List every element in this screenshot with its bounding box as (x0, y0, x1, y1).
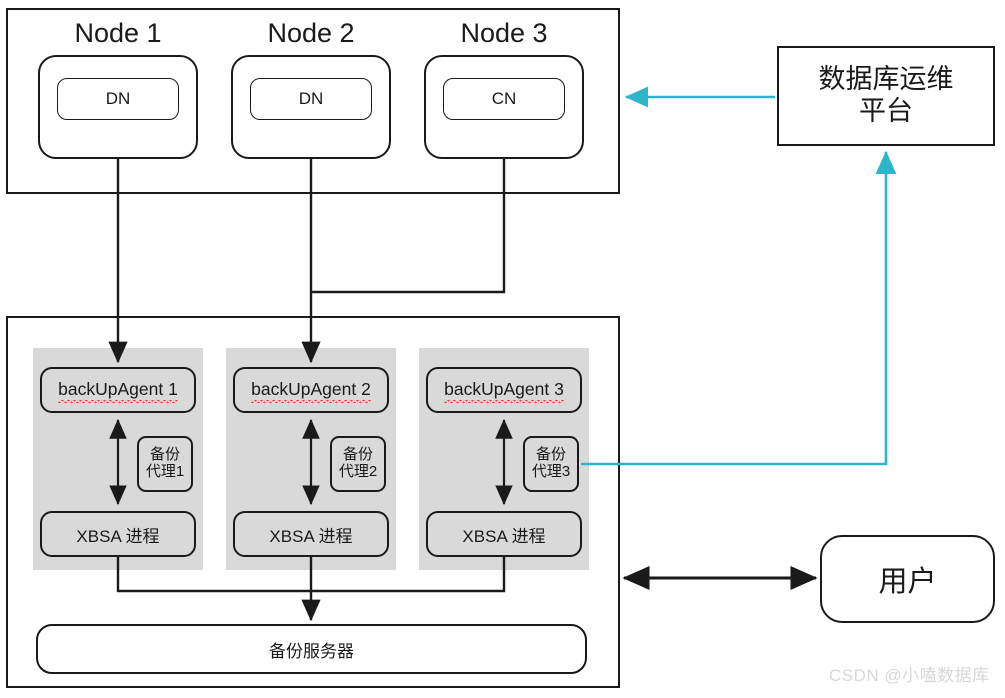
user-box: 用户 (820, 535, 995, 623)
xbsa-process-3: XBSA 进程 (426, 511, 582, 557)
backup-agent-tag-3: 备份 代理3 (523, 436, 579, 492)
connector-agent-tag3-to-platform (581, 150, 897, 466)
backup-server-box: 备份服务器 (36, 624, 587, 674)
backup-agent-tag-1: 备份 代理1 (137, 436, 193, 492)
ops-platform-line1: 数据库运维 (818, 64, 954, 95)
node-3-title: Node 3 (460, 18, 548, 48)
node-1-role: DN (57, 78, 179, 120)
node-2-role: DN (250, 78, 372, 120)
xbsa-process-2: XBSA 进程 (233, 511, 389, 557)
backup-agent-tag-1-line2: 代理1 (145, 463, 185, 480)
backup-agent-3-label: backUpAgent 3 (444, 379, 564, 403)
backup-agent-tag-3-line2: 代理3 (531, 463, 571, 480)
node-2-title: Node 2 (267, 18, 355, 48)
node-3-role: CN (443, 78, 565, 120)
backup-agent-2-label: backUpAgent 2 (251, 379, 371, 403)
backup-agent-tag-2: 备份 代理2 (330, 436, 386, 492)
ops-platform-line2: 平台 (859, 96, 913, 126)
backup-agent-1-label: backUpAgent 1 (58, 379, 178, 403)
ops-platform-box: 数据库运维 平台 (777, 46, 995, 146)
backup-container (6, 316, 620, 688)
backup-agent-tag-2-line2: 代理2 (338, 463, 378, 480)
backup-agent-tag-2-line1: 备份 (342, 446, 373, 464)
csdn-watermark: CSDN @小嗑数据库 (829, 666, 990, 685)
backup-agent-tag-1-line1: 备份 (149, 446, 180, 464)
backup-agent-3: backUpAgent 3 (426, 367, 582, 413)
backup-agent-tag-3-line1: 备份 (535, 446, 566, 464)
node-1-title: Node 1 (74, 18, 162, 48)
backup-agent-2: backUpAgent 2 (233, 367, 389, 413)
xbsa-process-1: XBSA 进程 (40, 511, 196, 557)
backup-agent-1: backUpAgent 1 (40, 367, 196, 413)
